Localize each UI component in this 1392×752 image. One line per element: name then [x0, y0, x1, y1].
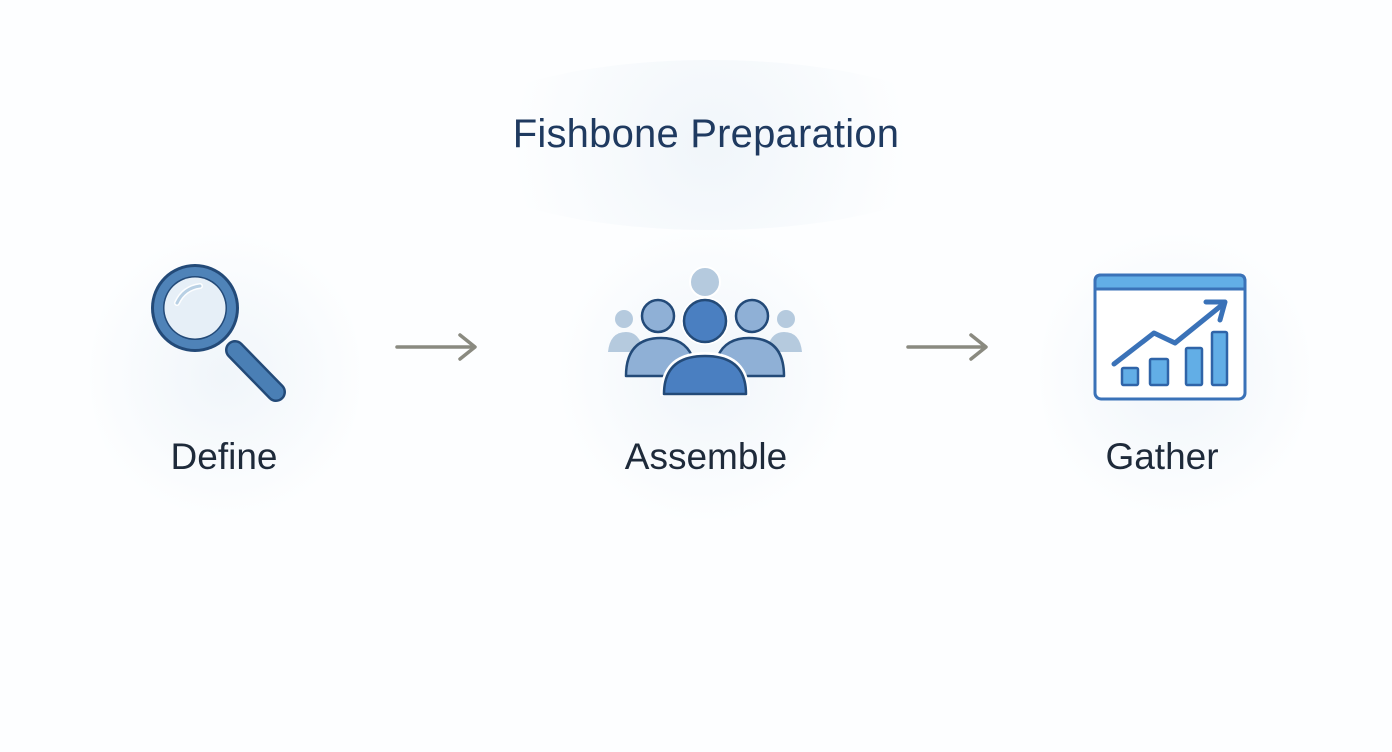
team-group-icon: [608, 266, 802, 396]
diagram-title: Fishbone Preparation: [512, 112, 900, 156]
growth-chart-icon: [1093, 273, 1247, 401]
step-label-define: Define: [170, 436, 278, 477]
arrow-right-icon: [906, 333, 988, 361]
arrow-right-icon: [395, 333, 477, 361]
step-label-gather: Gather: [1105, 436, 1219, 477]
magnifying-glass-icon: [151, 264, 286, 402]
step-label-assemble: Assemble: [624, 436, 788, 477]
